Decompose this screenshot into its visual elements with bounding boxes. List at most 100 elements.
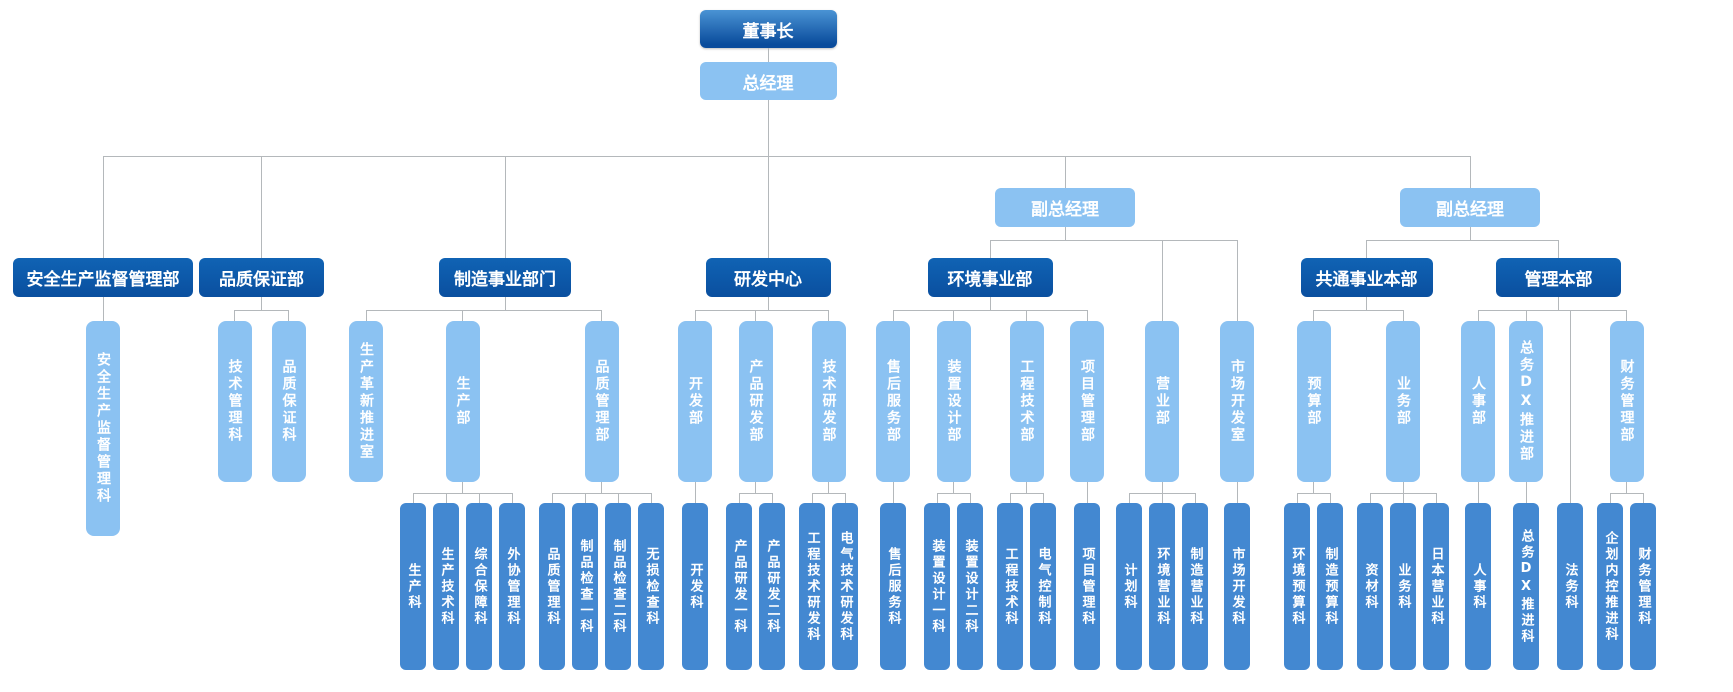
node-business-dept: 业务部 [1386, 321, 1420, 482]
connector-line [1366, 297, 1367, 310]
node-label-finance-management-section: 财务管理科 [1635, 546, 1651, 627]
connector-line [1642, 493, 1644, 503]
connector-line [1366, 240, 1367, 258]
connector-line [989, 297, 991, 310]
connector-line [1569, 310, 1571, 503]
node-label-tech-management-section: 技术管理科 [226, 359, 243, 444]
node-label-outsourcing-management-section: 外协管理科 [504, 546, 520, 627]
connector-line [1064, 227, 1066, 240]
node-label-japan-sales-section: 日本营业科 [1428, 546, 1444, 627]
node-label-electrical-tech-rd-section: 电气技术研发科 [837, 530, 853, 643]
connector-line [1313, 309, 1403, 311]
connector-line [1402, 493, 1404, 503]
connector-line [1128, 493, 1130, 503]
node-hr-dept: 人事部 [1461, 321, 1495, 482]
connector-line [1086, 482, 1088, 503]
connector-line [1626, 482, 1627, 493]
connector-line [1236, 240, 1238, 321]
connector-line [767, 297, 769, 310]
connector-line [261, 297, 262, 310]
node-manufacturing-sales-section: 制造营业科 [1182, 503, 1208, 670]
node-production-innovation-office: 生产革新推进室 [349, 321, 383, 482]
node-planning-section: 计划科 [1116, 503, 1142, 670]
connector-line [953, 482, 954, 493]
connector-line [1609, 493, 1611, 503]
connector-line [828, 482, 829, 493]
node-outsourcing-management-section: 外协管理科 [499, 503, 525, 670]
node-label-deputy-general-manager-2: 副总经理 [1436, 200, 1504, 220]
node-hr-section: 人事科 [1465, 503, 1491, 670]
connector-line [650, 493, 652, 503]
connector-line [511, 493, 513, 503]
node-electrical-tech-rd-section: 电气技术研发科 [832, 503, 858, 670]
connector-line [103, 155, 1470, 157]
node-quality-assurance-section: 品质保证科 [271, 321, 306, 482]
connector-line [937, 492, 970, 494]
connector-line [1010, 492, 1043, 494]
node-label-plant-design-section-2: 装置设计二科 [962, 538, 978, 635]
connector-line [1042, 493, 1044, 503]
node-japan-sales-section: 日本营业科 [1423, 503, 1449, 670]
node-label-after-sales-service-section: 售后服务科 [885, 546, 901, 627]
node-label-hr-dept: 人事部 [1470, 376, 1486, 427]
node-general-support-section: 综合保障科 [466, 503, 492, 670]
connector-line [1026, 482, 1027, 493]
connector-line [1296, 493, 1298, 503]
node-product-inspection-section-1: 制品检查一科 [572, 503, 598, 670]
node-quality-management-dept: 品质管理部 [584, 321, 619, 482]
node-production-section: 生产科 [400, 503, 426, 670]
node-label-general-affairs-dx-promotion-dept: 总务DX推进部 [1518, 340, 1534, 463]
connector-line [1435, 493, 1437, 503]
node-label-quality-management-dept: 品质管理部 [593, 359, 610, 444]
node-environment-sales-section: 环境营业科 [1149, 503, 1175, 670]
connector-line [1469, 156, 1471, 188]
node-production-dept: 生产部 [445, 321, 480, 482]
connector-line [1610, 492, 1643, 494]
node-label-deputy-general-manager-1: 副总经理 [1031, 200, 1099, 220]
connector-line [413, 492, 512, 494]
node-label-production-section: 生产科 [405, 562, 421, 611]
node-development-section: 开发科 [682, 503, 708, 670]
node-finance-management-section: 财务管理科 [1630, 503, 1656, 670]
node-label-environment-division: 环境事业部 [947, 270, 1033, 290]
node-general-affairs-dx-promotion-dept: 总务DX推进部 [1509, 321, 1543, 482]
connector-line [812, 492, 845, 494]
connector-line [1313, 482, 1314, 493]
connector-line [504, 156, 506, 258]
node-label-manufacturing-sales-section: 制造营业科 [1187, 546, 1203, 627]
node-label-production-innovation-office: 生产革新推进室 [358, 342, 374, 461]
node-label-rd-center: 研发中心 [734, 270, 802, 290]
connector-line [755, 482, 756, 493]
connector-line [936, 493, 938, 503]
node-development-dept: 开发部 [678, 321, 712, 482]
node-deputy-general-manager-2: 副总经理 [1400, 188, 1540, 227]
connector-line [893, 309, 1087, 311]
connector-line [771, 493, 773, 503]
node-nondestructive-inspection-section: 无损检查科 [638, 503, 664, 670]
connector-line [1297, 492, 1330, 494]
connector-line [601, 482, 602, 493]
node-label-development-dept: 开发部 [687, 376, 703, 427]
connector-line [953, 310, 954, 321]
node-label-finance-management-dept: 财务管理部 [1618, 359, 1635, 444]
connector-line [366, 309, 602, 311]
node-label-chairman: 董事长 [742, 21, 794, 42]
node-label-planning-internal-control-section: 企划内控推进科 [1602, 530, 1618, 643]
connector-line [828, 310, 829, 321]
node-label-general-support-section: 综合保障科 [471, 546, 487, 627]
node-plant-design-dept: 装置设计部 [936, 321, 971, 482]
node-engineering-tech-section: 工程技术科 [997, 503, 1023, 670]
node-label-market-development-office: 市场开发室 [1229, 359, 1245, 444]
connector-line [990, 239, 1237, 241]
connector-line [695, 309, 829, 311]
node-manufacturing-budget-section: 制造预算科 [1317, 503, 1343, 670]
connector-line [552, 492, 651, 494]
node-general-affairs-dx-promotion-section: 总务DX推进科 [1513, 503, 1539, 670]
connector-line [584, 493, 586, 503]
connector-line [1161, 482, 1163, 493]
connector-line [462, 482, 463, 493]
node-label-planning-section: 计划科 [1121, 562, 1137, 611]
connector-line [478, 493, 480, 503]
connector-line [1369, 493, 1371, 503]
node-finance-management-dept: 财务管理部 [1609, 321, 1644, 482]
